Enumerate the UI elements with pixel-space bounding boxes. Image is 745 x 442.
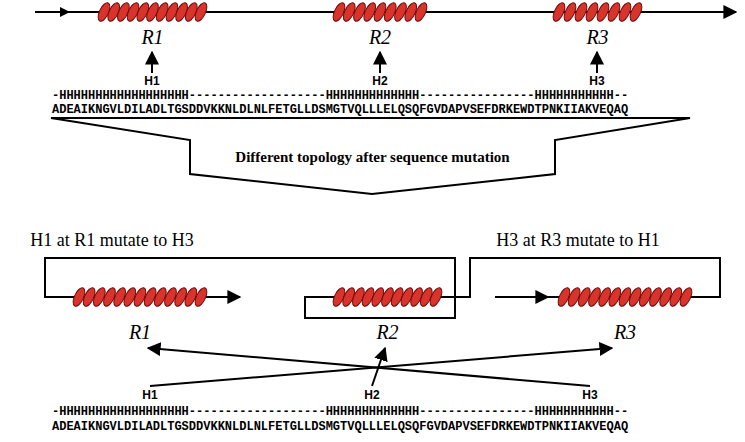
- helix-label: H1: [144, 75, 159, 89]
- helix-segment: R1: [100, 1, 205, 48]
- helix-coil: [193, 1, 210, 23]
- helix-segment: R2: [335, 286, 440, 343]
- mapping-arrow: [151, 52, 153, 73]
- region-label: R3: [614, 321, 636, 343]
- mapping-arrow: [148, 348, 590, 386]
- helix-coil: [678, 286, 695, 308]
- region-label: R3: [586, 26, 608, 48]
- mutation-note: H1 at R1 mutate to H3: [30, 230, 193, 251]
- helix-label: H2: [372, 75, 387, 89]
- topology-banner: Different topology after sequence mutati…: [50, 116, 692, 196]
- direction-arrow: [495, 296, 548, 298]
- region-label: R2: [369, 26, 391, 48]
- region-label: R2: [376, 321, 398, 343]
- helix-segment: R1: [75, 286, 205, 343]
- mapping-arrow: [596, 52, 598, 73]
- amino-acid-sequence: ADEAIKNGVLDILADLTGSDDVKKNLDLNLFETGLLDSMG…: [52, 104, 628, 118]
- mutation-note: H3 at R3 mutate to H1: [496, 230, 659, 251]
- helix-coil: [428, 286, 445, 308]
- helix-label: H1: [142, 389, 157, 403]
- helix-label: H3: [589, 75, 604, 89]
- helix-coil: [628, 1, 645, 23]
- helix-label: H3: [582, 389, 597, 403]
- helix-label: H2: [364, 389, 379, 403]
- secondary-structure: -HHHHHHHHHHHHHHHHHH-------------------HH…: [52, 90, 628, 104]
- helix-segment: R3: [555, 1, 640, 48]
- region-label: R1: [129, 321, 151, 343]
- backbone-line: [45, 258, 720, 318]
- banner-shape: [51, 118, 690, 194]
- secondary-structure: -HHHHHHHHHHHHHHHHHH-------------------HH…: [52, 406, 628, 420]
- helix-coil: [413, 1, 430, 23]
- helix-coil: [193, 286, 210, 308]
- amino-acid-sequence: ADEAIKNGVLDILADLTGSDDVKKNLDLNLFETGLLDSMG…: [52, 421, 628, 435]
- helix-segment: R2: [335, 1, 425, 48]
- direction-arrow: [60, 7, 70, 17]
- banner-text: Different topology after sequence mutati…: [196, 142, 549, 172]
- mapping-arrow: [379, 52, 381, 73]
- helix-segment: R3: [560, 286, 690, 343]
- region-label: R1: [141, 26, 163, 48]
